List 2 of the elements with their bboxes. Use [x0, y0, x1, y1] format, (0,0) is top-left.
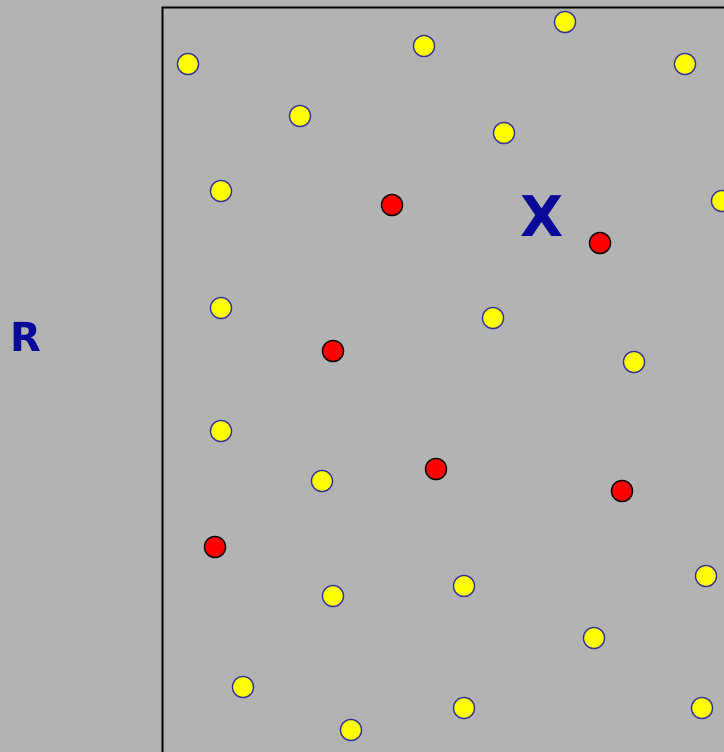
axis-letter: R	[10, 318, 41, 358]
cross-mark-letter: X	[520, 190, 564, 246]
